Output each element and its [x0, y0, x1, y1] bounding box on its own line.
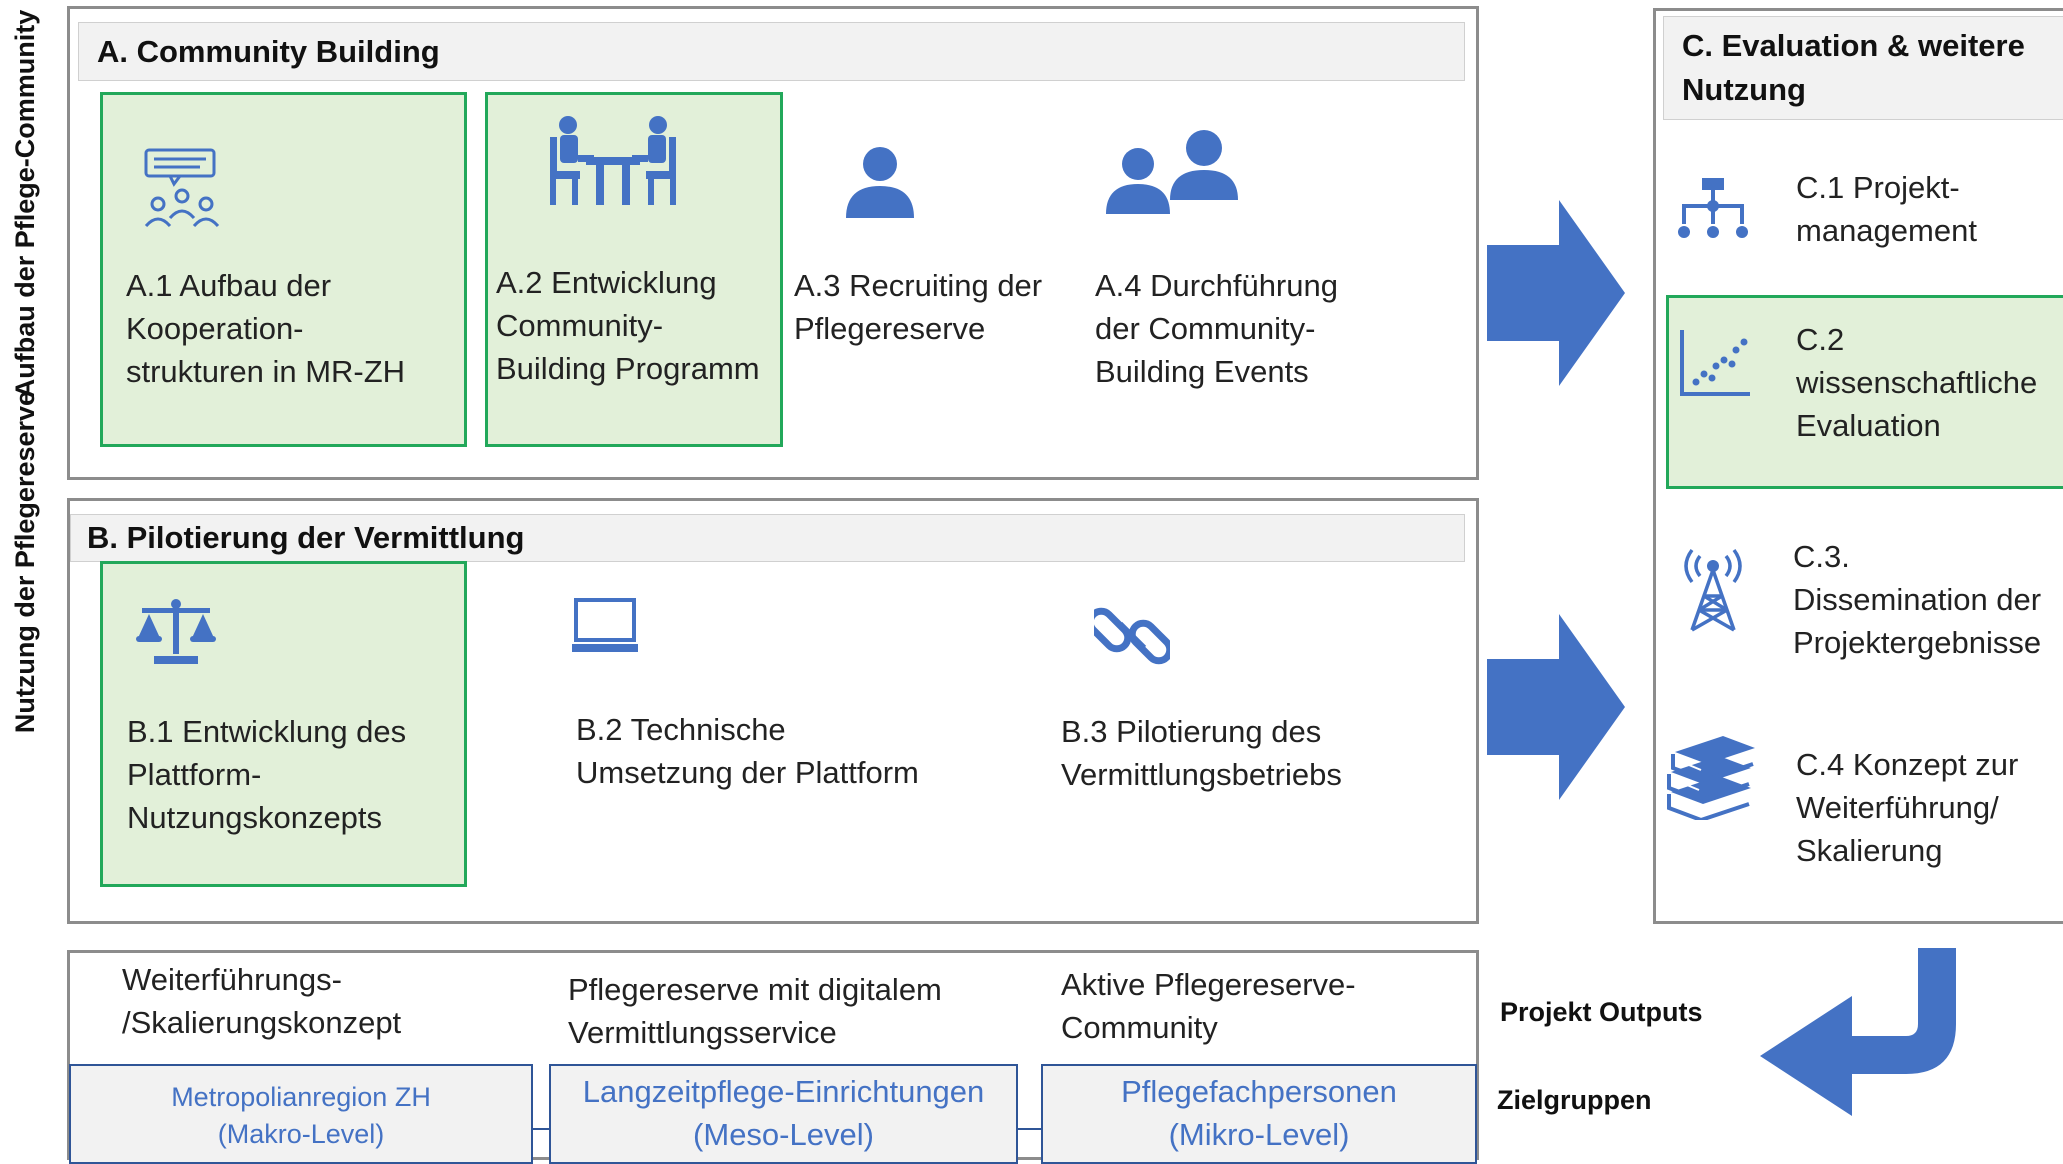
c4-label: C.4 Konzept zur Weiterführung/ Skalierun…: [1796, 747, 2019, 868]
output-1: Weiterführungs- /Skalierungskonzept: [122, 962, 402, 1040]
broadcast-tower-icon: [1684, 548, 1742, 632]
arrow-a-to-c-icon: [1487, 200, 1625, 386]
b1-highlight-box: [100, 561, 467, 887]
a4-label: A.4 Durchführung der Community- Building…: [1095, 268, 1338, 389]
c2-label: C.2 wissenschaftliche Evaluation: [1796, 322, 2038, 443]
org-chart-icon: [1678, 178, 1748, 238]
output-3: Aktive Pflegereserve- Community: [1061, 967, 1356, 1045]
arrow-b-to-c-icon: [1487, 614, 1625, 800]
meeting-speech-icon: [144, 148, 220, 228]
c3-label: C.3. Dissemination der Projektergebnisse: [1793, 539, 2042, 660]
b2-label: B.2 Technische Umsetzung der Plattform: [576, 712, 919, 790]
c1-label: C.1 Projekt- management: [1796, 170, 1977, 248]
section-c-title: C. Evaluation & weitere Nutzung: [1663, 16, 2063, 120]
target-group-meso: Langzeitpflege-Einrichtungen (Meso-Level…: [549, 1064, 1018, 1164]
chain-link-icon: [1094, 607, 1170, 665]
b1-label: B.1 Entwicklung des Plattform- Nutzungsk…: [127, 714, 407, 835]
a2-label: A.2 Entwicklung Community- Building Prog…: [496, 265, 760, 386]
a1-label: A.1 Aufbau der Kooperation- strukturen i…: [126, 268, 406, 389]
return-arrow-icon: [1760, 948, 1956, 1116]
person-icon: [846, 147, 914, 218]
section-b-title: B. Pilotierung der Vermittlung: [70, 514, 1465, 562]
scale-icon: [136, 599, 216, 664]
vertical-label-nutzung: Nutzung der Pflegereserve: [10, 390, 40, 734]
a3-label: A.3 Recruiting der Pflegereserve: [794, 268, 1043, 346]
target-group-mikro: Pflegefachpersonen (Mikro-Level): [1041, 1064, 1477, 1164]
people-at-table-icon: [550, 116, 676, 205]
books-icon: [1667, 736, 1755, 820]
a2-highlight-box: [485, 92, 783, 447]
target-group-makro: Metropolianregion ZH (Makro-Level): [69, 1064, 533, 1164]
connector-line-1: [532, 1128, 550, 1130]
output-2: Pflegereserve mit digitalem Vermittlungs…: [568, 972, 942, 1050]
section-a-title: A. Community Building: [78, 22, 1465, 81]
vertical-label-aufbau: Aufbau der Pflege-Community: [10, 9, 40, 399]
scatter-plot-icon: [1680, 330, 1750, 396]
connector-line-2: [1016, 1128, 1042, 1130]
outputs-label: Projekt Outputs: [1500, 997, 1703, 1027]
target-groups-label: Zielgruppen: [1497, 1085, 1652, 1115]
b3-label: B.3 Pilotierung des Vermittlungsbetriebs: [1061, 714, 1342, 792]
computer-icon: [572, 598, 638, 652]
two-people-icon: [1106, 130, 1238, 214]
